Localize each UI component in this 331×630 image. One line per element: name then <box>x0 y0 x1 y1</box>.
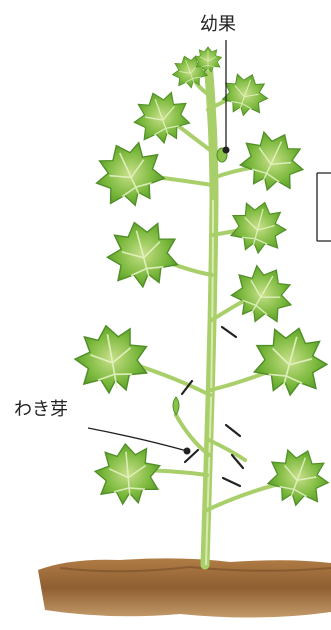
cut-mark-icon <box>223 478 240 486</box>
main-stem <box>205 62 214 565</box>
soil <box>38 558 331 617</box>
side-bud-label: わき芽 <box>14 401 68 419</box>
cut-mark-icon <box>222 327 236 337</box>
cut-mark-icon <box>226 425 240 436</box>
bracket-marker <box>317 173 331 241</box>
young-fruit-label: 幼果 <box>200 16 236 34</box>
side-bud-marker <box>88 397 191 455</box>
leaves <box>70 47 331 513</box>
